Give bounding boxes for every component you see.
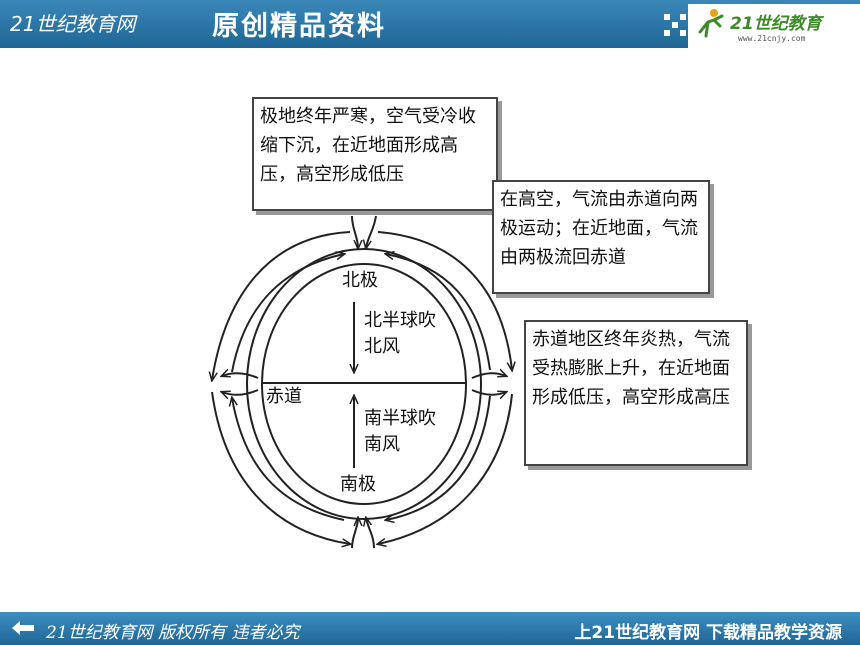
footer-promo-link[interactable]: 上21世纪教育网 下载精品教学资源 [574, 623, 842, 643]
back-arrow-icon[interactable] [12, 620, 34, 636]
equator-right-outflow-up [471, 373, 506, 379]
upper-right-inner-arrow [386, 254, 491, 371]
upper-right-outer-arrow [377, 231, 512, 370]
polar-explanation-text: 极地终年严寒，空气受冷收缩下沉，在近地面形成高压，高空形成低压 [260, 106, 476, 185]
south-pole-up-arrow-left [351, 518, 358, 549]
upper-left-outer-arrow [212, 231, 351, 380]
footer-bar: 21世纪教育网 版权所有 违者必究 上21世纪教育网 下载精品教学资源 [0, 612, 860, 645]
circulation-explanation-box: 在高空，气流由赤道向两极运动；在近地面，气流由两极流回赤道 [492, 180, 710, 294]
site-logo[interactable]: 21世纪教育 www.21cnjy.com [688, 4, 860, 48]
runner-logo-icon [698, 9, 724, 38]
footer-copyright: 21世纪教育网 版权所有 违者必究 [46, 623, 300, 643]
equator-left-outflow-down [222, 389, 259, 395]
polar-explanation-box: 极地终年严寒，空气受冷收缩下沉，在近地面形成高压，高空形成低压 [252, 97, 498, 211]
north-pole-down-arrow-right [366, 215, 377, 248]
logo-url: www.21cnjy.com [738, 34, 806, 43]
north-pole-label: 北极 [342, 270, 378, 291]
south-wind-label-line2: 南风 [364, 434, 400, 455]
lower-left-inner-arrow [232, 398, 345, 521]
north-pole-down-arrow-left [351, 215, 358, 248]
lower-left-outer-arrow [211, 391, 350, 544]
circulation-explanation-text: 在高空，气流由赤道向两极运动；在近地面，气流由两极流回赤道 [500, 189, 698, 268]
south-wind-label-line1: 南半球吹 [364, 408, 436, 429]
site-name: 21世纪教育网 [10, 12, 136, 36]
header-bar: 21世纪教育网 原创精品资料 21世纪教育 www.21cnjy.com [0, 0, 860, 48]
south-pole-label: 南极 [340, 474, 376, 495]
south-pole-up-arrow-right [366, 518, 375, 549]
lower-right-inner-arrow [386, 395, 491, 520]
lower-right-outer-arrow [378, 393, 513, 544]
equator-label: 赤道 [266, 386, 302, 407]
equator-left-outflow-up [222, 373, 259, 379]
north-wind-label-line1: 北半球吹 [364, 310, 436, 331]
north-wind-label-line2: 北风 [364, 336, 400, 357]
checker-decoration [664, 14, 686, 36]
upper-left-inner-arrow [231, 254, 344, 373]
logo-text: 21世纪教育 [730, 14, 822, 34]
equator-right-outflow-down [471, 389, 506, 395]
equator-explanation-box: 赤道地区终年炎热，气流受热膨胀上升，在近地面形成低压，高空形成高压 [524, 320, 748, 466]
equator-explanation-text: 赤道地区终年炎热，气流受热膨胀上升，在近地面形成低压，高空形成高压 [532, 329, 730, 408]
header-slogan: 原创精品资料 [212, 11, 386, 42]
